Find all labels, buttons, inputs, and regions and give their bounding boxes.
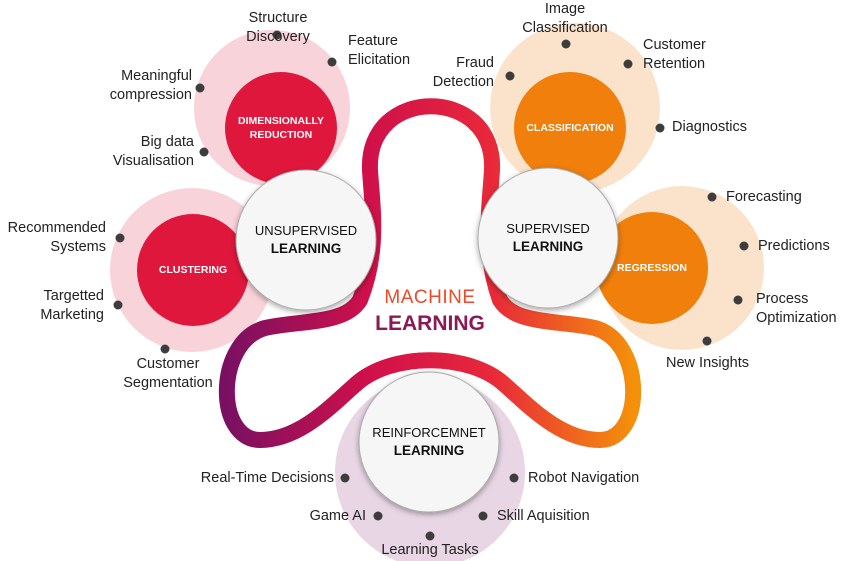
item-targetted-marketing: Targetted Marketing — [40, 288, 104, 323]
hub-line1: SUPERVISED — [506, 221, 590, 236]
item-structure-discovery: Structure Discovery — [246, 10, 310, 45]
item-customer-segmentation: Customer Segmentation — [123, 356, 213, 391]
title-line1: MACHINE — [384, 287, 476, 308]
bullet-dots — [113, 30, 749, 541]
item-big-data-visualisation: Big data Visualisation — [112, 134, 194, 169]
item-process-optimization: Process Optimization — [756, 291, 837, 326]
clustering-circle — [137, 214, 249, 326]
unsupervised-hub — [235, 169, 377, 311]
title-line2: LEARNING — [375, 312, 485, 335]
item-diagnostics: Diagnostics — [672, 119, 747, 135]
reinforcement-label: REINFORCEMNET LEARNING — [372, 424, 485, 460]
item-real-time-decisions: Real-Time Decisions — [200, 470, 334, 486]
item-fraud-detection: Fraud Detection — [432, 55, 494, 90]
hub-line2: LEARNING — [393, 443, 465, 458]
item-skill-aquisition: Skill Aquisition — [497, 508, 590, 524]
dimred-label: DIMENSIONALLY REDUCTION — [238, 114, 324, 142]
item-game-ai: Game AI — [309, 508, 366, 524]
item-recommended-systems: Recommended Systems — [7, 220, 106, 255]
supervised-label: SUPERVISED LEARNING — [506, 220, 590, 256]
dimred-circle — [225, 72, 337, 184]
item-learning-tasks: Learning Tasks — [381, 542, 479, 558]
dimred-line1: DIMENSIONALLY — [238, 115, 324, 127]
unsupervised-label: UNSUPERVISED LEARNING — [255, 222, 357, 258]
hub-line1: UNSUPERVISED — [254, 223, 358, 238]
clustering-label: CLUSTERING — [158, 264, 228, 276]
supervised-hub — [477, 167, 619, 309]
flow-ribbon — [218, 98, 642, 449]
item-feature-elicitation: Feature Elicitation — [348, 33, 411, 68]
diagram-title: MACHINE LEARNING — [375, 285, 485, 337]
item-forecasting: Forecasting — [726, 189, 802, 205]
regression-label: REGRESSION — [616, 262, 688, 274]
item-customer-retention: Customer Retention — [643, 37, 706, 72]
hub-line1: REINFORCEMNET — [372, 425, 486, 440]
item-image-classification: Image Classification — [522, 1, 608, 36]
item-meaningful-compression: Meaningful compression — [109, 68, 192, 103]
hub-line2: LEARNING — [270, 241, 342, 256]
item-new-insights: New Insights — [666, 355, 750, 371]
dimred-line2: REDUCTION — [249, 129, 313, 141]
reinforcement-hub — [358, 371, 500, 513]
item-predictions: Predictions — [758, 238, 830, 254]
classification-circle — [514, 72, 626, 184]
classification-label: CLASSIFICATION — [526, 122, 614, 134]
regression-circle — [596, 212, 708, 324]
item-robot-navigation: Robot Navigation — [528, 470, 640, 486]
hub-line2: LEARNING — [512, 239, 584, 254]
